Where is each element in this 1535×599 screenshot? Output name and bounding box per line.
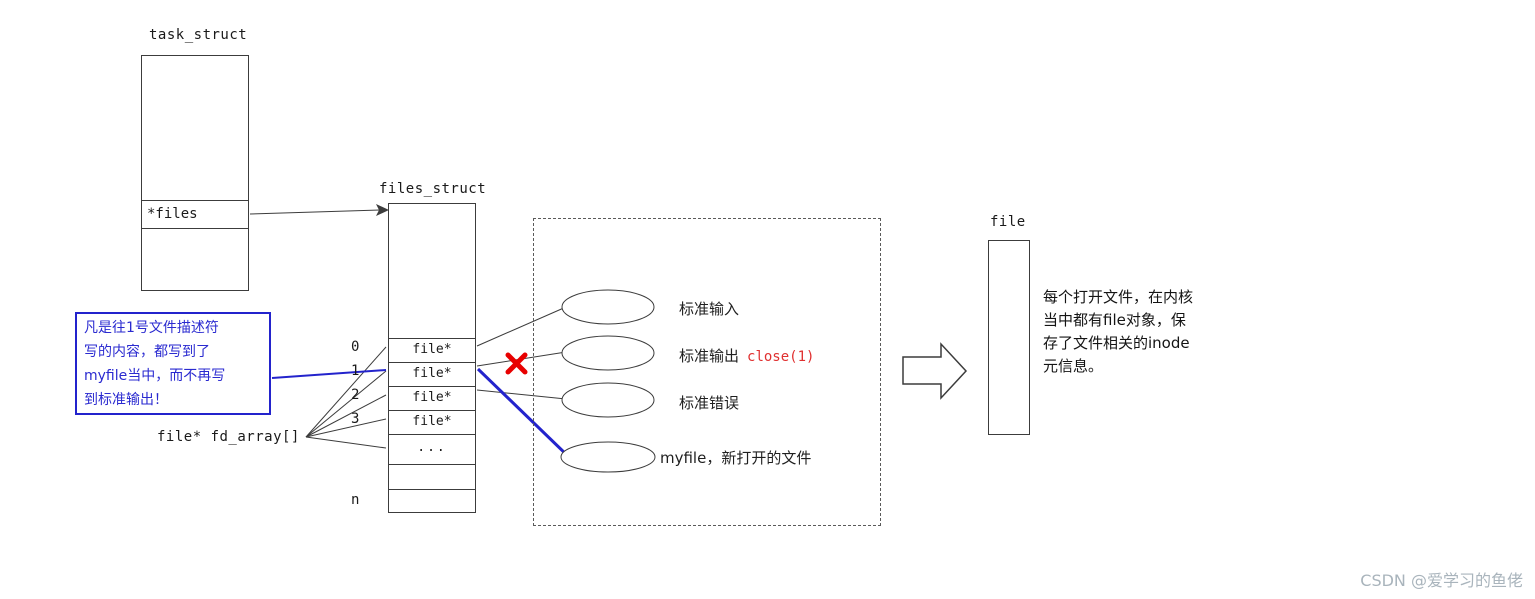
note-line: 写的内容，都写到了 [84, 344, 210, 360]
kernel-note-line: 存了文件相关的inode [1043, 334, 1190, 352]
fd-row-empty-2 [389, 489, 475, 514]
files-pointer-cell: *files [142, 200, 248, 229]
note-line: 凡是往1号文件描述符 [84, 320, 219, 336]
kernel-note-line: 每个打开文件，在内核 [1043, 288, 1194, 306]
fd-row-0: file* [389, 338, 475, 362]
stdin-label: 标准输入 [679, 300, 740, 318]
fd-array-label: file* fd_array[] [157, 429, 300, 445]
note-pointer-line [271, 369, 387, 379]
task-struct-title: task_struct [149, 27, 248, 43]
fd-index-n: n [351, 492, 360, 508]
file-box [988, 240, 1030, 435]
kernel-note-line: 元信息。 [1043, 357, 1104, 375]
files-struct-title: files_struct [379, 181, 487, 197]
note-line: myfile当中，而不再写 [84, 368, 226, 384]
fd-index-2: 2 [351, 387, 360, 403]
files-struct-table: file* file* file* file* ... [388, 203, 476, 513]
task-struct-box: *files [141, 55, 249, 291]
note-line: 到标准输出！ [84, 392, 168, 408]
fd-array-fan-lines [305, 346, 387, 449]
files-pointer-line [249, 209, 381, 215]
big-right-arrow-icon [902, 342, 968, 400]
fd-row-2: file* [389, 386, 475, 410]
fd-index-3: 3 [351, 411, 360, 427]
kernel-note: 每个打开文件，在内核 当中都有file对象，保 存了文件相关的inode 元信息… [1043, 286, 1193, 378]
watermark: CSDN @爱学习的鱼佬 [1360, 571, 1523, 590]
file-objects-dashed-box [533, 218, 881, 526]
fd-row-empty-1 [389, 464, 475, 489]
close-annotation: close(1) [747, 349, 815, 365]
kernel-note-line: 当中都有file对象，保 [1043, 311, 1186, 329]
redirect-note-box: 凡是往1号文件描述符 写的内容，都写到了 myfile当中，而不再写 到标准输出… [75, 312, 271, 415]
fd-index-0: 0 [351, 339, 360, 355]
stderr-label: 标准错误 [679, 394, 740, 412]
file-box-title: file [990, 214, 1026, 230]
fd-row-dots: ... [389, 434, 475, 464]
fd-row-1: file* [389, 362, 475, 386]
myfile-label: myfile，新打开的文件 [660, 449, 812, 467]
fd-row-3: file* [389, 410, 475, 434]
close-x-icon [505, 352, 528, 375]
fd-index-1: 1 [351, 363, 360, 379]
